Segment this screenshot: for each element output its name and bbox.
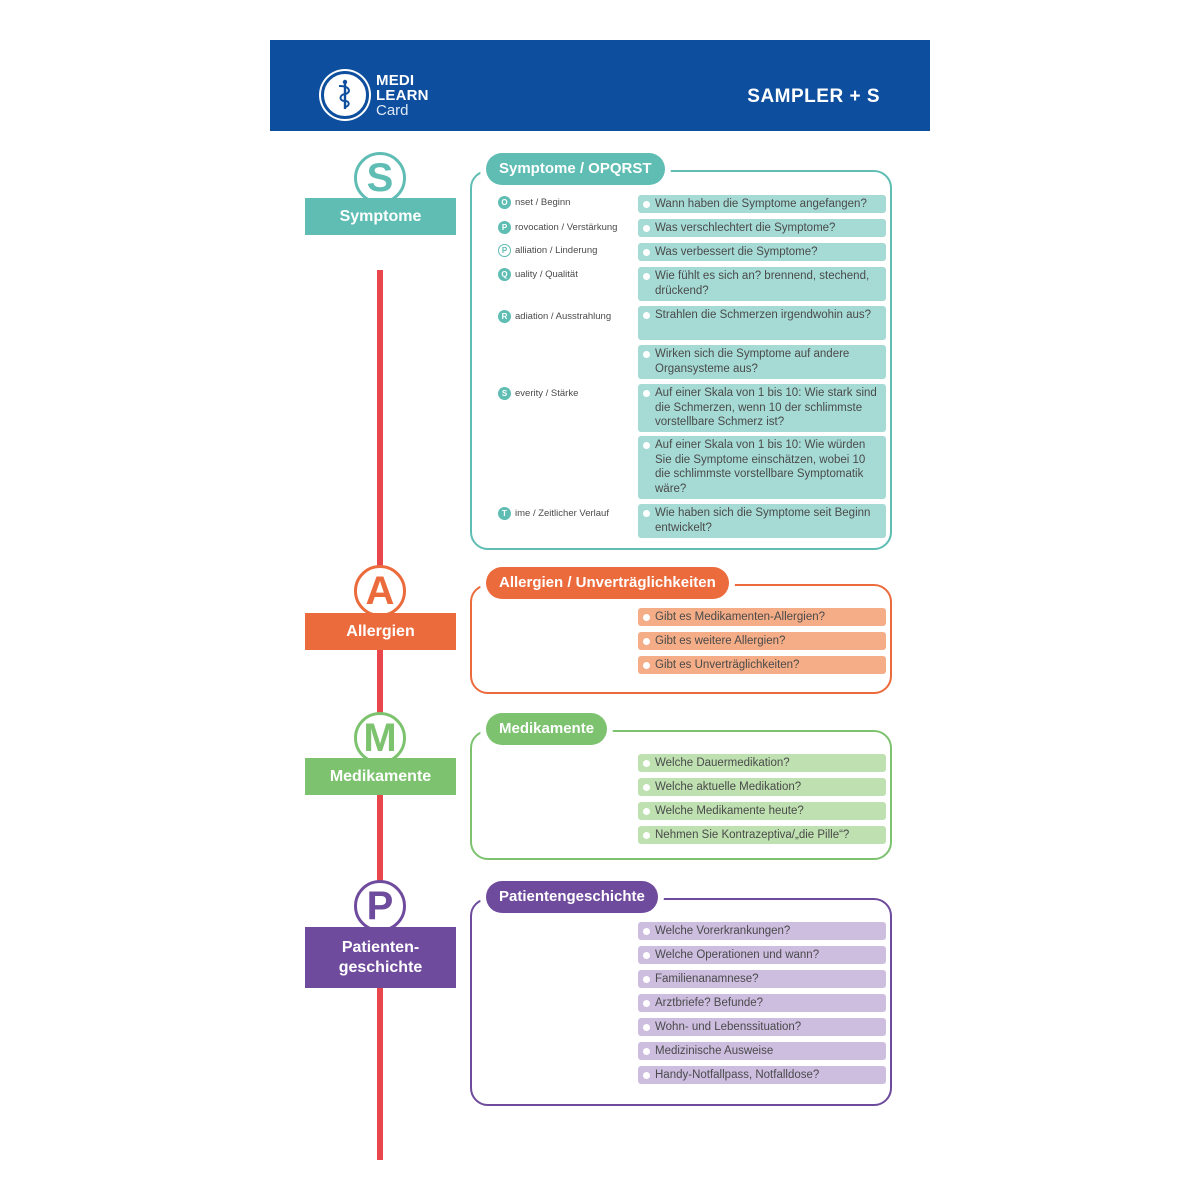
question-item: Was verbessert die Symptome? [638,243,886,261]
question-item: Wann haben die Symptome angefangen? [638,195,886,213]
letter-a-badge: A [354,565,406,617]
question-item: Welche Vorerkrankungen? [638,922,886,940]
card-title: SAMPLER + S [747,86,880,107]
question-item: Gibt es weitere Allergien? [638,632,886,650]
panel-allergien: Allergien / Unverträglichkeiten Gibt es … [470,567,892,694]
card-header: MEDI LEARN Card SAMPLER + S [270,40,930,131]
question-item: Welche aktuelle Medikation? [638,778,886,796]
label-medikamente: Medikamente [305,758,456,795]
logo-line-1: MEDI [376,72,415,89]
question-item: Gibt es Medikamenten-Allergien? [638,608,886,626]
question-item: Welche Operationen und wann? [638,946,886,964]
medilearn-logo-icon [321,71,369,119]
question-item: Arztbriefe? Befunde? [638,994,886,1012]
question-item: Medizinische Ausweise [638,1042,886,1060]
letter-m-badge: M [354,712,406,764]
logo-text: MEDI LEARN Card [376,73,429,118]
panel-title-patientengeschichte: Patientengeschichte [486,881,658,913]
label-patientengeschichte: Patienten- geschichte [305,927,456,988]
sampler-card: MEDI LEARN Card SAMPLER + S S Symptome S… [270,40,930,1160]
question-item: Nehmen Sie Kontrazeptiva/„die Pille“? [638,826,886,844]
question-item: Gibt es Unverträglichkeiten? [638,656,886,674]
question-item: Familienanamnese? [638,970,886,988]
question-item: Strahlen die Schmerzen irgendwohin aus? [638,306,886,340]
letter-s-badge: S [354,152,406,204]
question-item: Was verschlechtert die Symptome? [638,219,886,237]
logo-line-2: LEARN [376,87,429,104]
question-item: Wie fühlt es sich an? brennend, stechend… [638,267,886,301]
label-allergien: Allergien [305,613,456,650]
question-item: Wirken sich die Symptome auf andere Orga… [638,345,886,379]
label-line-1: Patienten- [341,938,420,956]
panel-title-medikamente: Medikamente [486,713,608,745]
question-item: Wie haben sich die Symptome seit Beginn … [638,504,886,538]
question-item: Welche Dauermedikation? [638,754,886,772]
logo-line-3: Card [376,102,409,119]
question-item: Wohn- und Lebenssituation? [638,1018,886,1036]
panel-medikamente: Medikamente Welche Dauermedikation? Welc… [470,713,892,860]
label-symptome: Symptome [305,198,456,235]
question-item: Welche Medikamente heute? [638,802,886,820]
question-item: Auf einer Skala von 1 bis 10: Wie würden… [638,436,886,499]
letter-p-badge: P [354,880,406,932]
question-item: Handy-Notfallpass, Notfalldose? [638,1066,886,1084]
question-item: Auf einer Skala von 1 bis 10: Wie stark … [638,384,886,432]
panel-patientengeschichte: Patientengeschichte Welche Vorerkrankung… [470,881,892,1106]
label-line-2: geschichte [338,958,423,976]
panel-title-symptome: Symptome / OPQRST [486,153,665,185]
panel-title-allergien: Allergien / Unverträglichkeiten [486,567,729,599]
